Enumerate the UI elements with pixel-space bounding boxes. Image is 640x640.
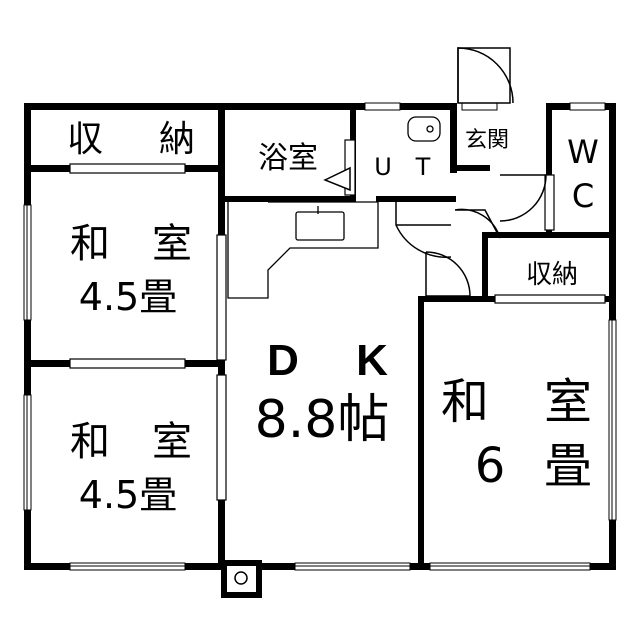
wc-char-2: C [572, 177, 594, 215]
dk-size: 8.8帖 [255, 390, 390, 450]
windows [23, 102, 617, 571]
kitchen-counter [227, 201, 379, 299]
ut-char-2: T [415, 153, 431, 181]
kitchen-sink-icon [295, 211, 345, 241]
washitsu-right-char-2: 室 [544, 374, 592, 430]
dk-char-2: K [356, 336, 388, 385]
storage-right-label: 収納 [526, 260, 578, 290]
wc-char-1: W [567, 133, 599, 171]
washitsu-lower-char-1: 和 [70, 419, 110, 465]
washitsu-upper-char-2: 室 [152, 221, 192, 267]
storage-top-left-char-1: 収 [67, 119, 103, 160]
washitsu-upper-label: 和 室 4.5畳 [70, 221, 192, 319]
swing-doors [323, 47, 547, 297]
storage-top-left: 収 納 [67, 119, 195, 160]
washitsu-lower-char-2: 室 [152, 419, 192, 465]
fixtures [227, 116, 441, 299]
ut-label: U T [374, 153, 430, 181]
wash-basin-icon [407, 116, 441, 142]
storage-top-left-char-2: 納 [159, 119, 195, 160]
washitsu-upper-char-1: 和 [70, 221, 110, 267]
ut-char-1: U [374, 153, 392, 181]
wc-label: W C [567, 133, 599, 215]
washitsu-right-char-1: 和 [441, 374, 489, 430]
dk-char-1: D [267, 336, 299, 385]
bath-label: 浴室 [258, 141, 318, 176]
washitsu-lower-size: 4.5畳 [79, 473, 177, 517]
washitsu-right-size-1: 6 [475, 438, 506, 494]
dk-label: D K 8.8帖 [255, 336, 390, 450]
washitsu-lower-label: 和 室 4.5畳 [70, 419, 192, 517]
washitsu-upper-size: 4.5畳 [79, 275, 177, 319]
washitsu-right-size-2: 畳 [544, 438, 592, 494]
genkan-label: 玄関 [465, 128, 509, 153]
exterior-walls [24, 103, 616, 598]
washitsu-right-label: 和 室 6 畳 [441, 374, 592, 494]
